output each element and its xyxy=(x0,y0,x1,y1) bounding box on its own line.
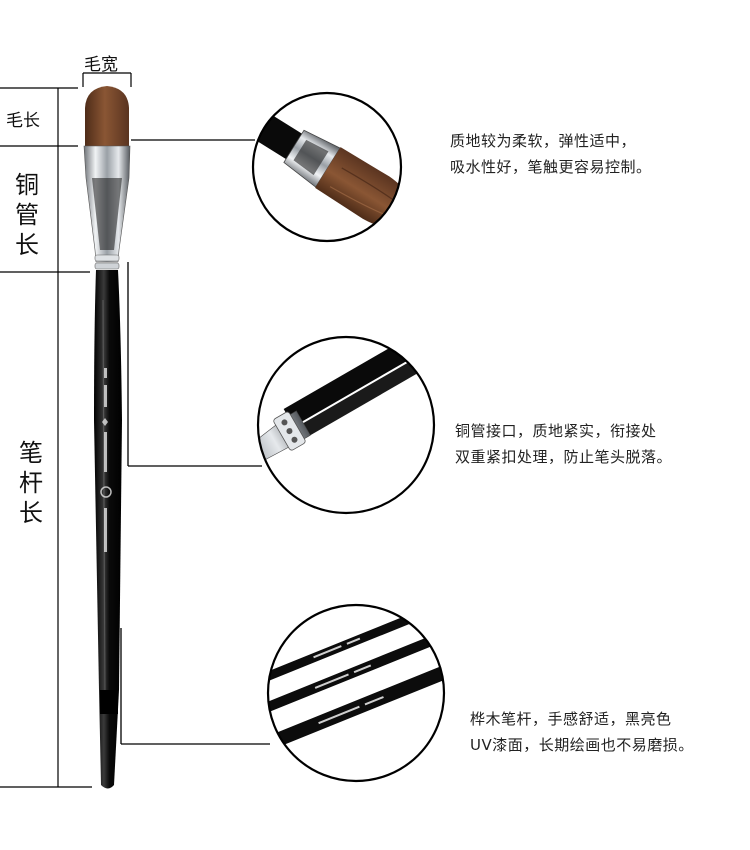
leader-lines xyxy=(120,139,270,745)
bristle-length-label: 毛长 xyxy=(6,111,40,131)
handle-length-char-1: 笔 xyxy=(19,439,43,467)
ferrule-description-line-2: 双重紧扣处理，防止笔头脱落。 xyxy=(455,448,673,466)
handle-description: 桦木笔杆，手感舒适，黑亮色 UV漆面，长期绘画也不易磨损。 xyxy=(470,706,694,758)
ferrule-length-char-1: 铜 xyxy=(15,171,39,199)
handle-description-line-2: UV漆面，长期绘画也不易磨损。 xyxy=(470,736,694,754)
ferrule-length-char-3: 长 xyxy=(15,231,39,259)
handle-description-line-1: 桦木笔杆，手感舒适，黑亮色 xyxy=(470,710,672,728)
bristle-description-line-2: 吸水性好，笔触更容易控制。 xyxy=(450,158,652,176)
bristle-description-line-1: 质地较为柔软，弹性适中， xyxy=(450,132,637,150)
zoom-circle-bristles xyxy=(251,91,403,243)
ferrule-description: 铜管接口，质地紧实，衔接处 双重紧扣处理，防止笔头脱落。 xyxy=(455,418,672,470)
ferrule-length-char-2: 管 xyxy=(15,201,39,229)
dimension-lines xyxy=(0,72,132,788)
brush-width-label: 毛宽 xyxy=(84,55,118,75)
ferrule-length-label: 铜 管 长 xyxy=(12,170,42,260)
zoom-circle-ferrule xyxy=(256,335,436,515)
handle-length-label: 笔 杆 长 xyxy=(16,438,46,528)
paint-brush xyxy=(83,86,131,789)
handle-length-char-3: 长 xyxy=(19,499,43,527)
bristle-description: 质地较为柔软，弹性适中， 吸水性好，笔触更容易控制。 xyxy=(450,128,652,180)
handle-length-char-2: 杆 xyxy=(19,469,43,497)
ferrule-description-line-1: 铜管接口，质地紧实，衔接处 xyxy=(455,422,657,440)
zoom-circle-handle xyxy=(266,603,446,783)
